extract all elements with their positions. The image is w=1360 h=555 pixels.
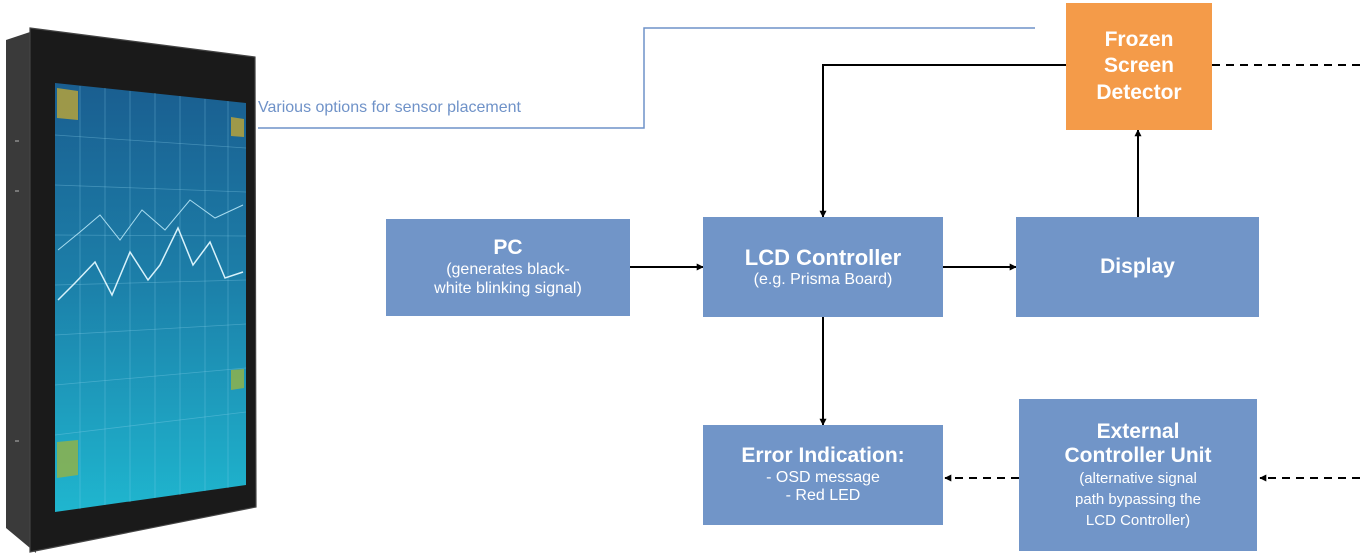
node-error-item-1: - OSD message	[766, 468, 880, 486]
node-pc-desc-line-2: white blinking signal)	[434, 279, 582, 297]
node-error-indication: Error Indication: - OSD message - Red LE…	[703, 425, 943, 525]
node-frozen-title-line-2: Screen	[1103, 54, 1175, 78]
node-display: Display	[1016, 217, 1259, 317]
monitor-illustration	[6, 27, 257, 553]
edge-frozen-lcd	[819, 64, 1066, 218]
node-error-title: Error Indication:	[741, 443, 905, 467]
node-ext-title-line-1: External	[1096, 419, 1180, 443]
node-error-item-2: - Red LED	[785, 487, 861, 505]
node-ext-desc-line-1: (alternative signal	[1079, 470, 1197, 488]
node-lcd-title: LCD Controller	[744, 244, 902, 270]
node-frozen-title-line-3: Detector	[1096, 80, 1182, 104]
node-frozen-title-line-1: Frozen	[1104, 28, 1174, 52]
node-lcd-controller: LCD Controller (e.g. Prisma Board)	[703, 217, 943, 317]
node-ext-desc-line-2: path bypassing the	[1075, 490, 1201, 508]
node-lcd-desc: (e.g. Prisma Board)	[753, 270, 893, 288]
node-ext-desc-line-3: LCD Controller)	[1085, 511, 1191, 529]
node-external-controller-unit: External Controller Unit (alternative si…	[1019, 399, 1257, 551]
node-pc: PC (generates black- white blinking sign…	[386, 219, 630, 316]
sensor-note-leader	[258, 27, 1035, 129]
node-frozen-screen-detector: Frozen Screen Detector	[1066, 3, 1212, 130]
sensor-placement-note: Various options for sensor placement	[258, 99, 521, 116]
node-pc-desc-line-1: (generates black-	[446, 261, 570, 278]
node-ext-title-line-2: Controller Unit	[1064, 443, 1212, 467]
node-pc-title: PC	[493, 236, 523, 260]
node-display-title: Display	[1100, 254, 1175, 278]
